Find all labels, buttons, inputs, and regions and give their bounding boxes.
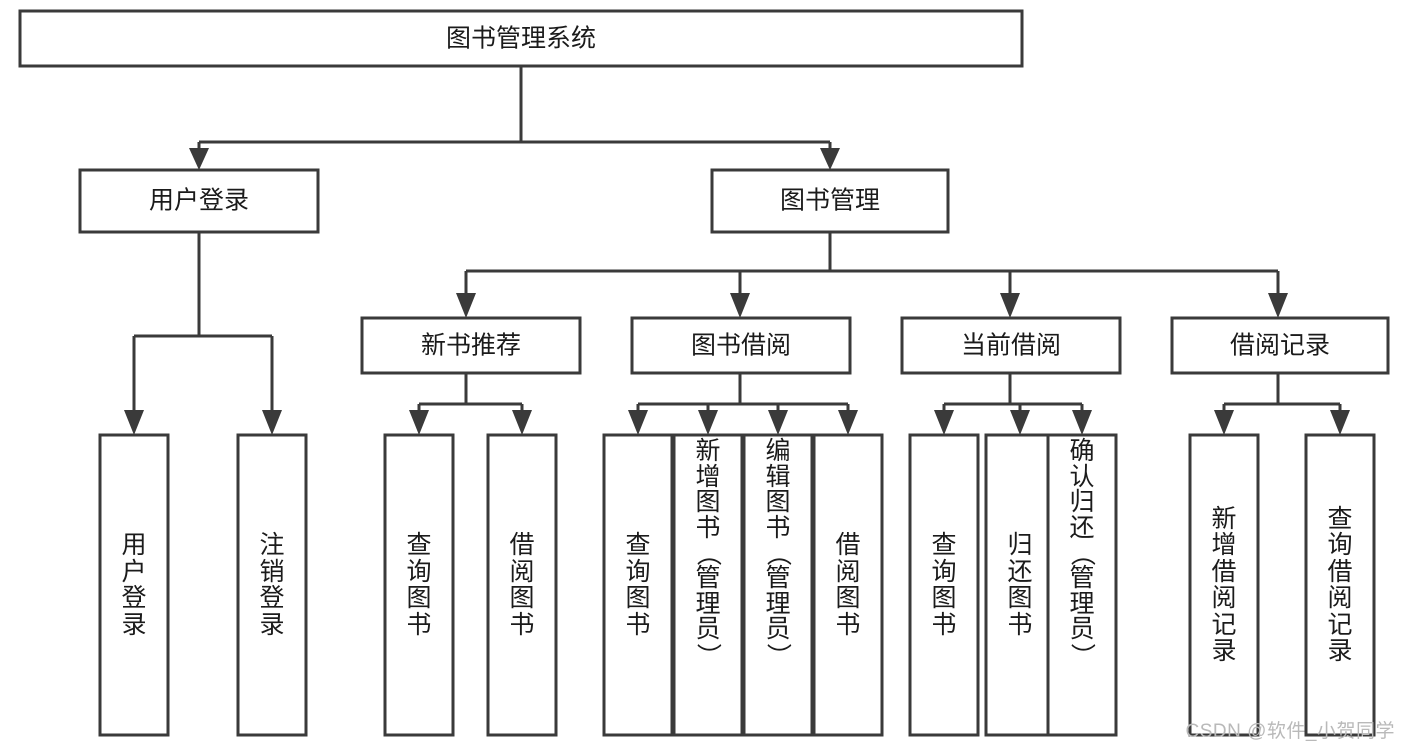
node-current-borrow-label: 当前借阅 xyxy=(961,332,1061,360)
arrow-head-leaf-borrow-lend xyxy=(838,410,858,435)
node-leaf-cur-confirm-box[interactable] xyxy=(1046,433,1118,737)
arrow-head-leaf-borrow-edit xyxy=(768,410,788,435)
arrow-head-leaf-borrow-query xyxy=(628,410,648,435)
node-book-manage-label: 图书管理 xyxy=(780,187,880,215)
arrow-head-new-book-rec xyxy=(456,293,476,318)
node-leaf-borrow-query-box[interactable] xyxy=(602,433,674,737)
node-new-book-rec-box[interactable] xyxy=(360,316,582,375)
node-new-book-rec-label: 新书推荐 xyxy=(421,332,521,360)
arrow-head-leaf-cur-query xyxy=(934,410,954,435)
node-leaf-user-login-box[interactable] xyxy=(98,433,170,737)
arrow-head-leaf-rec-add xyxy=(1214,410,1234,435)
node-borrow-record-label: 借阅记录 xyxy=(1230,332,1330,360)
node-new-book-rec[interactable]: 新书推荐 xyxy=(360,316,582,375)
node-current-borrow[interactable]: 当前借阅 xyxy=(900,316,1122,375)
arrow-head-current-borrow xyxy=(1000,293,1020,318)
node-current-borrow-box[interactable] xyxy=(900,316,1122,375)
node-leaf-borrow-add-box[interactable] xyxy=(672,433,744,737)
arrow-head-borrow-record xyxy=(1268,293,1288,318)
arrow-head-book-manage xyxy=(820,148,840,170)
arrow-head-leaf-rec-search xyxy=(1330,410,1350,435)
node-leaf-user-logout-box[interactable] xyxy=(236,433,308,737)
arrow-head-leaf-cur-return xyxy=(1010,410,1030,435)
node-user-login-label: 用户登录 xyxy=(149,187,249,215)
node-leaf-rec-query-box[interactable] xyxy=(383,433,455,737)
arrow-head-leaf-cur-confirm xyxy=(1072,410,1092,435)
csdn-watermark: CSDN @软件_小贺同学 xyxy=(1185,721,1395,742)
node-leaf-cur-return-box[interactable] xyxy=(984,433,1056,737)
node-leaf-cur-query-box[interactable] xyxy=(908,433,980,737)
node-root[interactable]: 图书管理系统 xyxy=(18,9,1024,68)
node-borrow-record[interactable]: 借阅记录 xyxy=(1170,316,1390,375)
node-book-manage[interactable]: 图书管理 xyxy=(710,168,950,234)
arrow-head-leaf-user-login xyxy=(124,410,144,435)
node-user-login-box[interactable] xyxy=(78,168,320,234)
node-leaf-borrow-edit-box[interactable] xyxy=(742,433,814,737)
node-user-login[interactable]: 用户登录 xyxy=(78,168,320,234)
node-book-borrow-label: 图书借阅 xyxy=(691,332,791,360)
node-root-label: 图书管理系统 xyxy=(446,25,596,53)
node-book-manage-box[interactable] xyxy=(710,168,950,234)
connector-group xyxy=(124,66,1350,435)
arrow-head-user-login xyxy=(189,148,209,170)
arrow-head-leaf-user-logout xyxy=(262,410,282,435)
node-book-borrow-box[interactable] xyxy=(630,316,852,375)
arrow-head-leaf-rec-borrow xyxy=(512,410,532,435)
leaf-box-group xyxy=(98,433,1376,737)
node-book-borrow[interactable]: 图书借阅 xyxy=(630,316,852,375)
node-leaf-rec-borrow-box[interactable] xyxy=(486,433,558,737)
arrow-head-leaf-borrow-add xyxy=(698,410,718,435)
node-leaf-borrow-lend-box[interactable] xyxy=(812,433,884,737)
node-borrow-record-box[interactable] xyxy=(1170,316,1390,375)
node-leaf-rec-search-box[interactable] xyxy=(1304,433,1376,737)
arrow-head-leaf-rec-query xyxy=(409,410,429,435)
node-root-box[interactable] xyxy=(18,9,1024,68)
arrow-head-book-borrow xyxy=(730,293,750,318)
node-leaf-rec-add-box[interactable] xyxy=(1188,433,1260,737)
